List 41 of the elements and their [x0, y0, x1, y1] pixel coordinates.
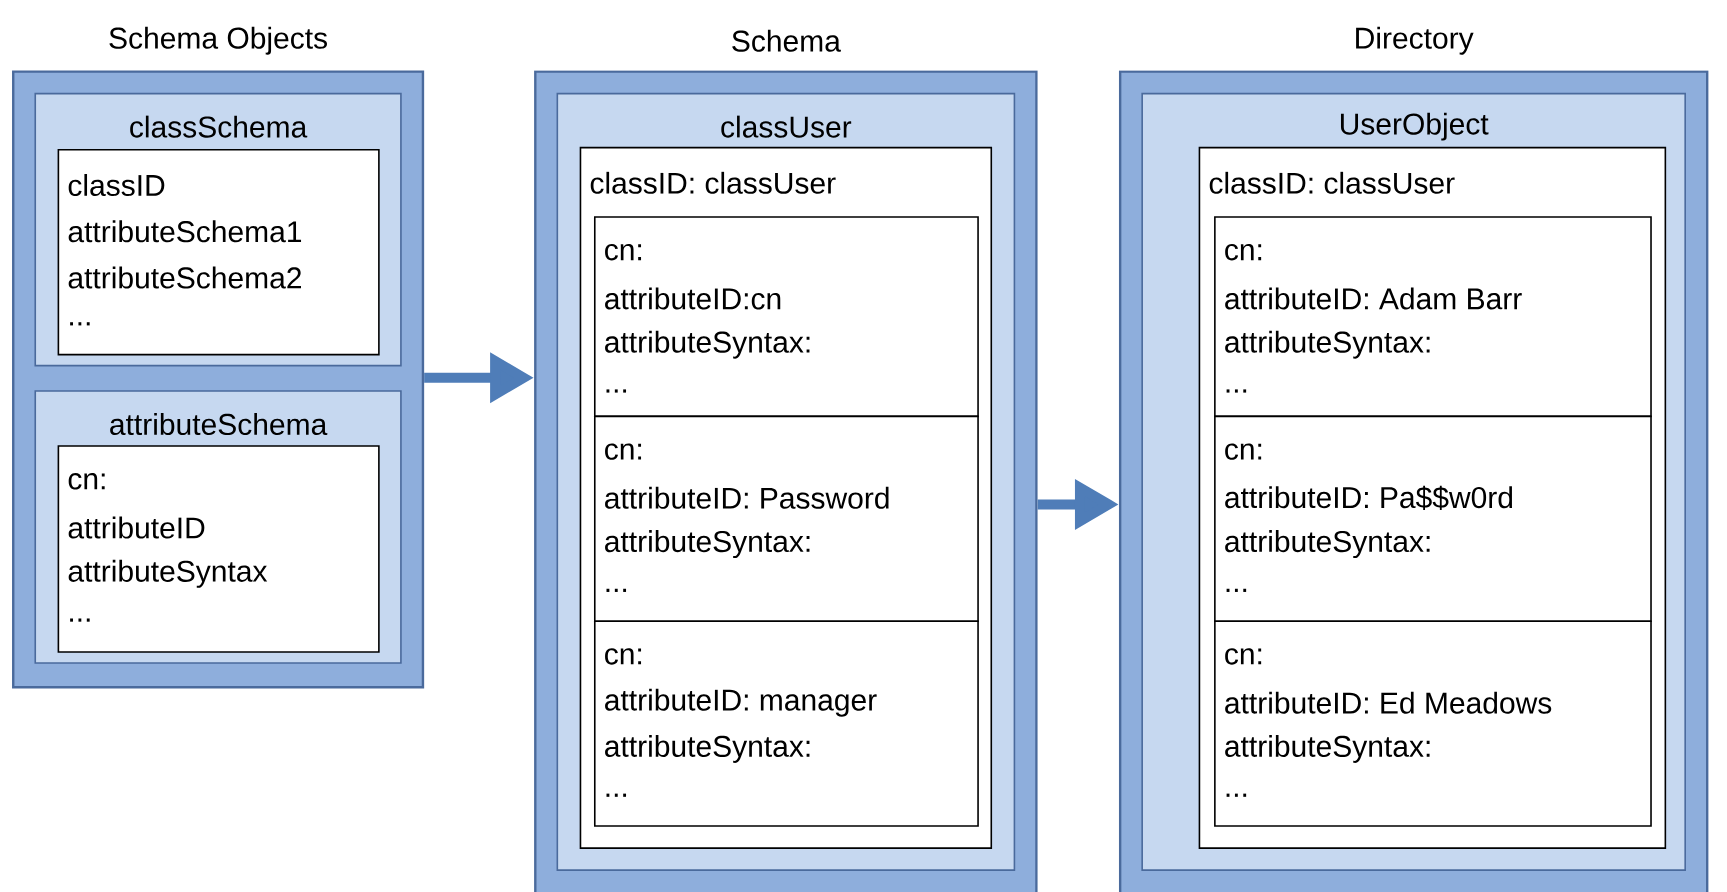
attribute-text: cn:: [605, 243, 642, 261]
attribute-text: attributeSyntax:: [1225, 330, 1430, 359]
attribute-text: attributeID: Password: [605, 486, 889, 509]
attribute-text: attributeID: Adam Barr: [1225, 287, 1522, 310]
attribute-text: attributeID: [68, 516, 205, 539]
panel-title: Schema Objects: [109, 26, 327, 55]
attribute-text: cn:: [605, 648, 642, 665]
attribute-text: cn:: [605, 443, 642, 460]
attribute-text: ...: [1226, 389, 1247, 393]
attribute-text: attributeID:cn: [605, 287, 781, 310]
attribute-text: ...: [606, 588, 627, 592]
attribute-text: cn:: [1225, 243, 1262, 261]
panel-title: Directory: [1356, 26, 1474, 55]
attribute-text: attributeID: manager: [605, 688, 877, 717]
attribute-text: attributeSchema1: [68, 220, 302, 243]
box-heading: classUser: [721, 115, 852, 138]
attribute-text: ...: [1226, 588, 1247, 592]
attribute-text: classID: [68, 173, 165, 196]
box-heading: classSchema: [130, 115, 308, 138]
attribute-text: ...: [606, 389, 627, 393]
attribute-text: attributeSyntax:: [1225, 734, 1430, 763]
attribute-text: classID: classUser: [1209, 171, 1455, 194]
attribute-text: ...: [70, 322, 90, 326]
attribute-text: attributeSyntax:: [605, 734, 810, 763]
attribute-text: cn:: [68, 473, 105, 490]
box-heading: attributeSchema: [110, 412, 328, 435]
attribute-text: attributeID: Pa$$w0rd: [1225, 485, 1513, 510]
attribute-text: cn:: [1225, 443, 1262, 460]
attribute-text: attributeID: Ed Meadows: [1225, 691, 1552, 714]
box-heading: UserObject: [1341, 112, 1489, 141]
attribute-text: classID: classUser: [590, 171, 836, 194]
attribute-text: attributeSchema2: [68, 266, 301, 289]
attribute-text: attributeSyntax: [68, 559, 268, 588]
panel-title: Schema: [732, 29, 841, 52]
attribute-text: ...: [70, 618, 90, 622]
attribute-text: attributeSyntax:: [605, 530, 810, 558]
attribute-text: ...: [606, 793, 627, 797]
attribute-text: ...: [1226, 793, 1247, 797]
attribute-text: attributeSyntax:: [605, 330, 810, 359]
attribute-text: attributeSyntax:: [1225, 530, 1430, 558]
attribute-text: cn:: [1225, 648, 1262, 665]
